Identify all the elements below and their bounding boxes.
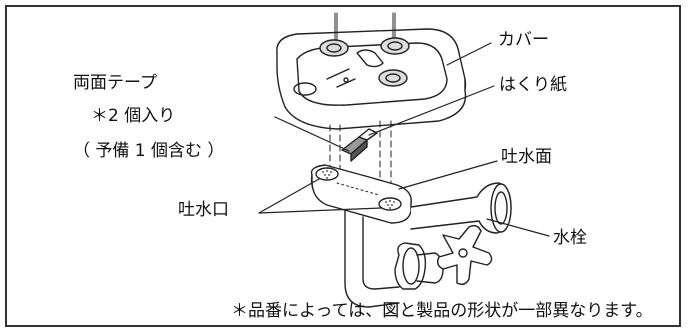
spout-plate-part [310, 164, 412, 224]
cover-part [276, 12, 467, 130]
double-sided-tape-label: 両面テープ [73, 73, 157, 93]
tape-spare-label: （ 予備 1 個含む ） [73, 141, 225, 161]
faucet-cover-illustration [258, 12, 550, 308]
double-sided-tape-part [341, 128, 378, 162]
spout-surface-label: 吐水面 [501, 147, 552, 167]
tape-count-label: ＊2 個入り [91, 106, 176, 126]
diagram-frame: カバー はくり紙 両面テープ ＊2 個入り （ 予備 1 個含む ） 吐水面 吐… [5, 5, 681, 327]
faucet-body-part [344, 182, 512, 308]
release-paper-label: はくり紙 [499, 75, 567, 95]
footnote: ＊品番によっては、図と製品の形状が一部異なります。 [231, 301, 653, 321]
cover-label: カバー [498, 30, 549, 50]
faucet-label: 水栓 [553, 228, 587, 248]
cross-handle-part [436, 224, 493, 286]
spout-outlet-label: 吐水口 [178, 200, 229, 220]
